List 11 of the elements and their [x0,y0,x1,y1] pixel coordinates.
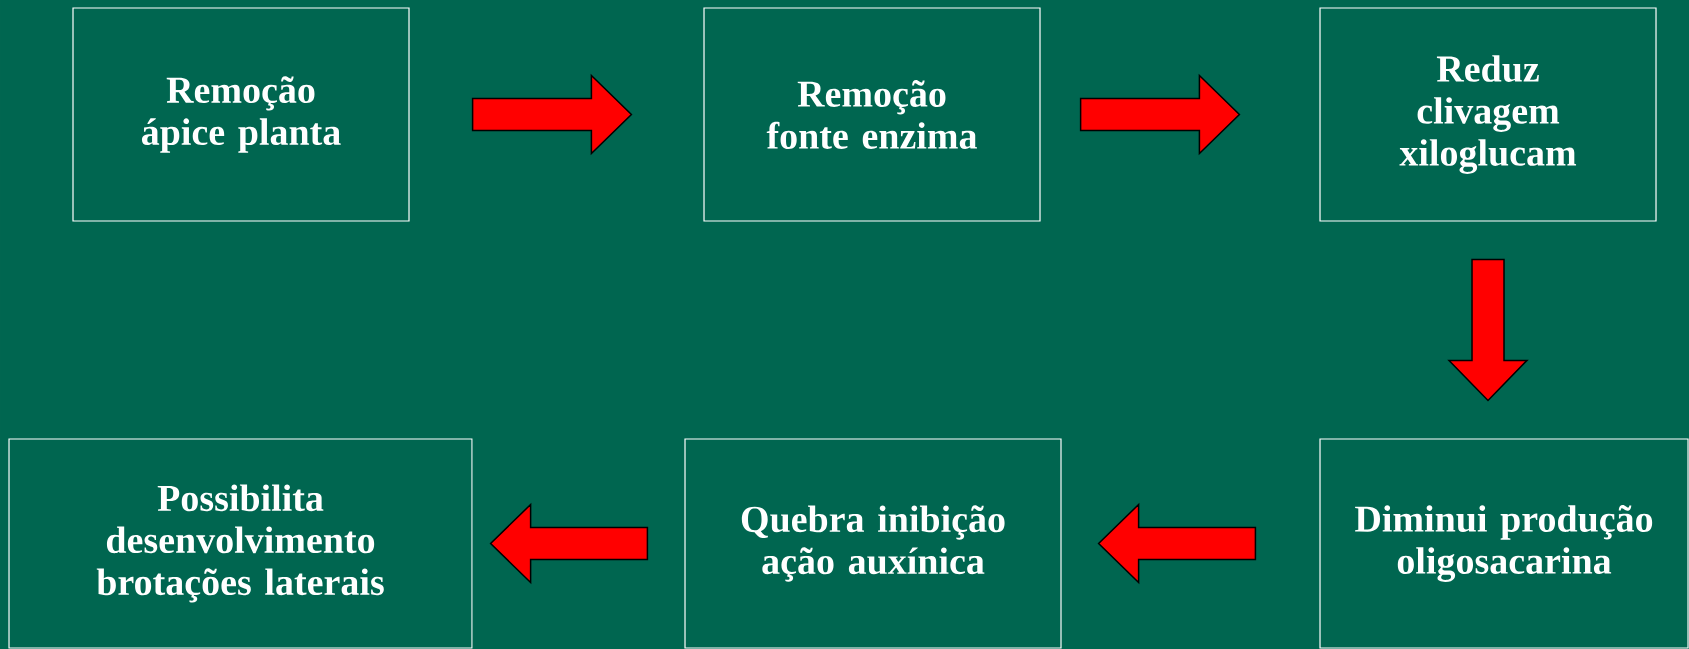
block-arrow [471,73,633,156]
process-box: Remoção fonte enzima [703,7,1041,222]
process-box: Diminui produção oligosacarina [1319,438,1689,649]
process-box: Possibilita desenvolvimento brotações laterais [8,438,473,649]
block-arrow [489,502,649,585]
block-arrow [1079,73,1241,156]
block-arrow [1447,258,1529,402]
process-box: Remoção ápice planta [72,7,410,222]
process-box: Reduz clivagem xiloglucam [1319,7,1657,222]
block-arrow [1097,502,1257,585]
process-box: Quebra inibição ação auxínica [684,438,1062,649]
